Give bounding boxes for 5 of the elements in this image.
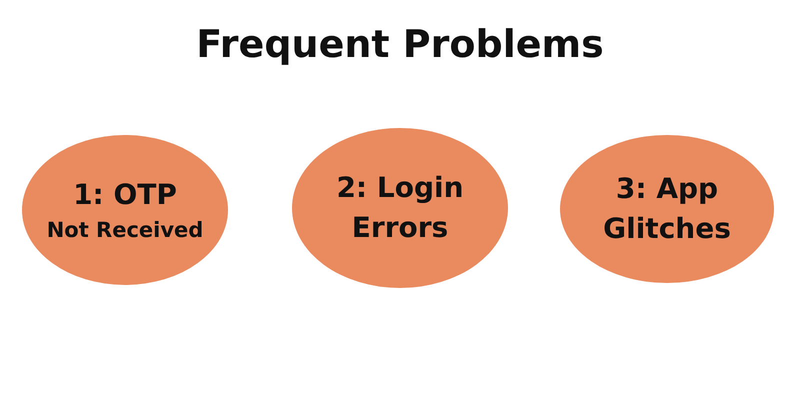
problem-label: 1: OTP — [73, 177, 177, 213]
problem-label: 3: App Glitches — [602, 171, 732, 247]
title: Frequent Problems — [195, 22, 605, 66]
problem-detail: Not Received — [46, 217, 204, 244]
problem-label: 2: Login Errors — [335, 170, 465, 246]
